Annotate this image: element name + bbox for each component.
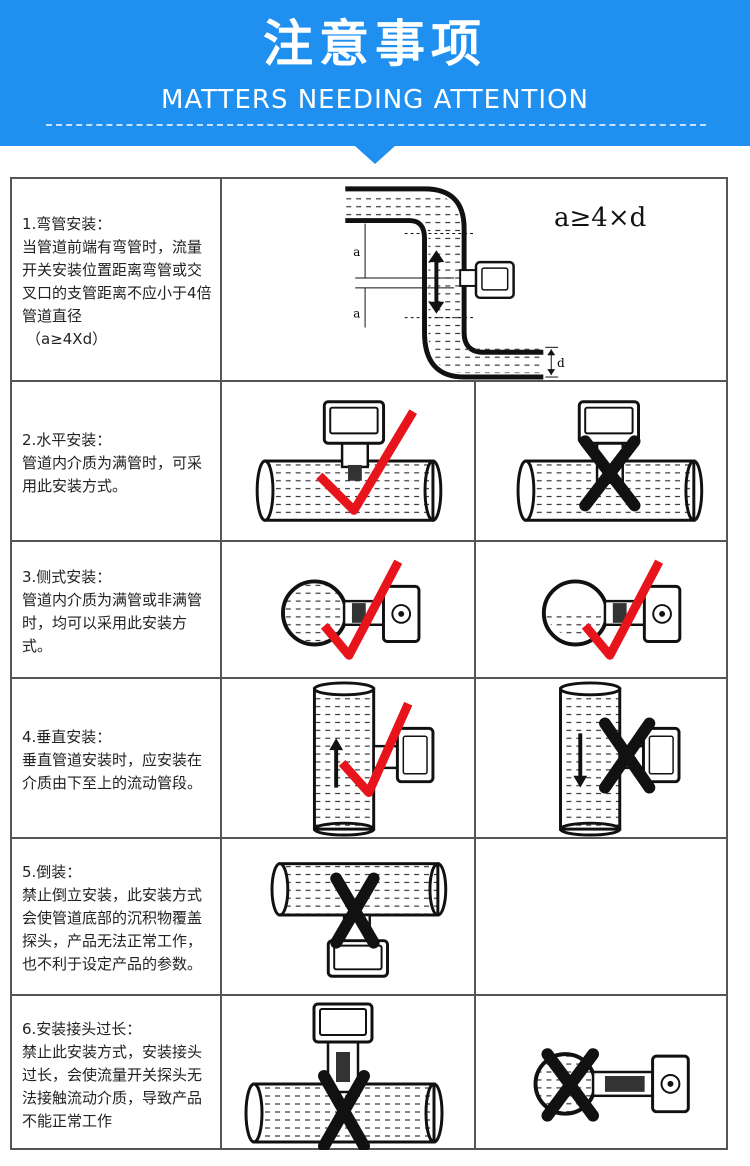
row-body: 禁止此安装方式，安装接头过长，会使流量开关探头无法接触流动介质，导致产品不能正常… (22, 1042, 203, 1130)
row-title: 6.安装接头过长： (22, 1019, 142, 1038)
cross-icon (541, 1048, 600, 1122)
check-icon (581, 559, 664, 660)
row-title: 2.水平安装： (22, 430, 112, 449)
divider (46, 124, 706, 126)
dim-a-label: a (353, 307, 360, 321)
inverted-figure (224, 839, 474, 994)
vertical-upflow-figure (224, 679, 474, 837)
row-body: 垂直管道安装时，应安装在介质由下至上的流动管段。 (22, 750, 203, 792)
row-text: 1.弯管安装： 当管道前端有弯管时，流量开关安装位置距离弯管或交叉口的支管距离不… (12, 179, 222, 380)
row-vertical-install: 4.垂直安装： 垂直管道安装时，应安装在介质由下至上的流动管段。 (12, 679, 726, 839)
horizontal-correct-figure (224, 382, 474, 540)
row-elbow-install: 1.弯管安装： 当管道前端有弯管时，流量开关安装位置距离弯管或交叉口的支管距离不… (12, 179, 726, 382)
row-inverted-install: 5.倒装： 禁止倒立安装，此安装方式会使管道底部的沉积物覆盖探头，产品无法正常工… (12, 839, 726, 996)
check-icon (338, 701, 413, 798)
horizontal-wrong-figure (474, 382, 726, 540)
check-icon (320, 559, 403, 660)
banner-pointer (355, 146, 395, 164)
side-full-figure (224, 542, 474, 677)
cross-icon (579, 435, 641, 512)
row-text: 2.水平安装： 管道内介质为满管时，可采用此安装方式。 (12, 382, 222, 540)
row-title: 5.倒装： (22, 863, 82, 881)
side-partial-figure (474, 542, 726, 677)
long-fitting-vertical-figure (224, 996, 474, 1150)
row-text: 4.垂直安装： 垂直管道安装时，应安装在介质由下至上的流动管段。 (12, 679, 222, 837)
vertical-downflow-figure (474, 679, 726, 837)
row-text: 6.安装接头过长： 禁止此安装方式，安装接头过长，会使流量开关探头无法接触流动介… (12, 996, 222, 1150)
row-title: 3.侧式安装： (22, 567, 112, 586)
row-body: 管道内介质为满管或非满管时，均可以采用此安装方式。 (22, 590, 203, 655)
check-icon (316, 409, 417, 515)
cross-icon (318, 1070, 370, 1150)
empty-cell (474, 839, 726, 994)
row-horizontal-install: 2.水平安装： 管道内介质为满管时，可采用此安装方式。 (12, 382, 726, 542)
elbow-diagram: a a d a≥4×d (224, 179, 726, 380)
row-text: 5.倒装： 禁止倒立安装，此安装方式会使管道底部的沉积物覆盖探头，产品无法正常工… (12, 839, 222, 994)
row-body: 管道内介质为满管时，可采用此安装方式。 (22, 453, 203, 495)
header-banner: 注意事项 MATTERS NEEDING ATTENTION (0, 0, 750, 146)
row-body: 禁止倒立安装，此安装方式会使管道底部的沉积物覆盖探头，产品无法正常工作，也不利于… (22, 886, 203, 973)
instruction-table: 1.弯管安装： 当管道前端有弯管时，流量开关安装位置距离弯管或交叉口的支管距离不… (10, 177, 728, 1150)
row-side-install: 3.侧式安装： 管道内介质为满管或非满管时，均可以采用此安装方式。 (12, 542, 726, 679)
dim-a-label: a (353, 245, 360, 259)
row-body: 当管道前端有弯管时，流量开关安装位置距离弯管或交叉口的支管距离不应小于4倍管道直… (22, 237, 212, 325)
row-text: 3.侧式安装： 管道内介质为满管或非满管时，均可以采用此安装方式。 (12, 542, 222, 677)
page-title: 注意事项 (263, 15, 487, 73)
cross-icon (330, 872, 380, 949)
row-long-fitting: 6.安装接头过长： 禁止此安装方式，安装接头过长，会使流量开关探头无法接触流动介… (12, 996, 726, 1150)
row-title: 1.弯管安装： (22, 214, 112, 233)
row-note: （a≥4Xd） (26, 329, 108, 348)
formula: a≥4×d (554, 203, 647, 233)
row-title: 4.垂直安装： (22, 727, 112, 746)
long-fitting-side-figure (474, 996, 726, 1150)
page-subtitle: MATTERS NEEDING ATTENTION (160, 85, 590, 115)
dim-d-label: d (557, 356, 565, 370)
cross-icon (599, 717, 656, 794)
